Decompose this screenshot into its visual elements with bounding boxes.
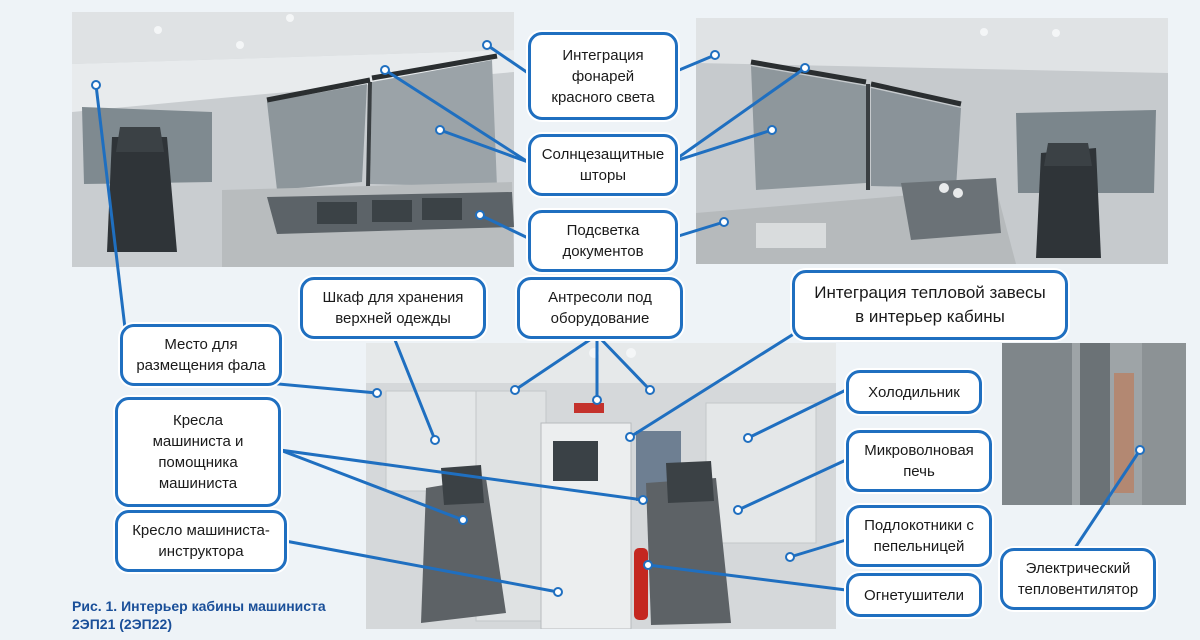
callout-wardrobe-text: Шкаф для хранения верхней одежды (322, 289, 464, 327)
callout-extinguishers: Огнетушители (846, 573, 982, 617)
callout-flag-place-text: Место для размещения фала (136, 336, 266, 374)
callout-instructor-seat: Кресло машиниста- инструктора (115, 510, 287, 572)
callout-heat-curtain-text: Интеграция тепловой завесы в интерьер ка… (814, 283, 1046, 326)
callout-sun-blinds-text: Солнцезащитные шторы (541, 146, 665, 184)
callout-document-light: Подсветка документов (528, 210, 678, 272)
callout-driver-seats: Кресла машиниста и помощника машиниста (115, 397, 281, 507)
callout-instructor-seat-text: Кресло машиниста- инструктора (132, 522, 270, 560)
callout-driver-seats-text: Кресла машиниста и помощника машиниста (152, 412, 244, 492)
callout-armrests: Подлокотники с пепельницей (846, 505, 992, 567)
callout-extinguishers-text: Огнетушители (864, 586, 964, 604)
photo-cabin-right (696, 18, 1168, 264)
callout-flag-place: Место для размещения фала (120, 324, 282, 386)
callout-armrests-text: Подлокотники с пепельницей (864, 517, 974, 555)
callout-heater: Электрический тепловентилятор (1000, 548, 1156, 610)
photo-heater (1002, 343, 1186, 505)
callout-wardrobe: Шкаф для хранения верхней одежды (300, 277, 486, 339)
callout-mezzanine-text: Антресоли под оборудование (548, 289, 652, 327)
callout-microwave-text: Микроволновая печь (864, 442, 974, 480)
callout-heat-curtain: Интеграция тепловой завесы в интерьер ка… (792, 270, 1068, 340)
callout-heater-text: Электрический тепловентилятор (1017, 560, 1139, 598)
callout-document-light-text: Подсветка документов (562, 222, 644, 260)
figure-caption: Рис. 1. Интерьер кабины машиниста 2ЭП21 … (72, 598, 326, 632)
callout-mezzanine: Антресоли под оборудование (517, 277, 683, 339)
callout-fridge: Холодильник (846, 370, 982, 414)
callout-red-lights: Интеграция фонарей красного света (528, 32, 678, 120)
callout-sun-blinds: Солнцезащитные шторы (528, 134, 678, 196)
callout-red-lights-text: Интеграция фонарей красного света (551, 46, 655, 106)
callout-microwave: Микроволновая печь (846, 430, 992, 492)
callout-fridge-text: Холодильник (868, 383, 960, 401)
photo-cabin-left (72, 12, 514, 267)
photo-cabin-rear (366, 343, 836, 629)
